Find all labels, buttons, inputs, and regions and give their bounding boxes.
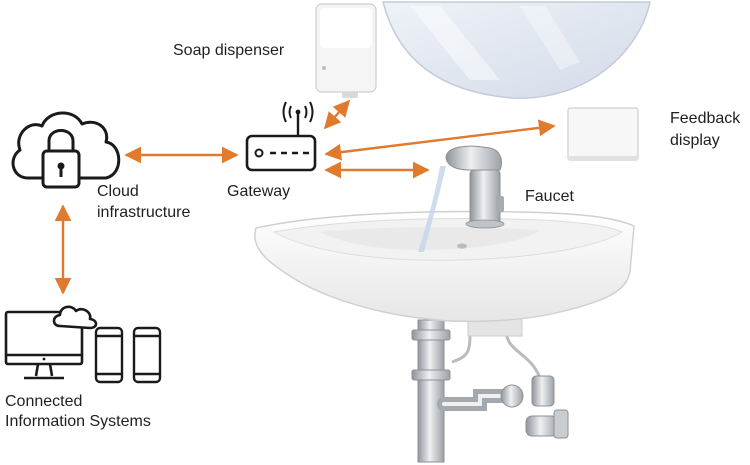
sink-basin-image	[254, 210, 635, 323]
feedback-display-label-line2: display	[670, 132, 720, 149]
monitor-cloud-icon	[4, 305, 98, 380]
connected-systems-label-line1: Connected	[5, 393, 83, 410]
connection-arrows	[54, 99, 556, 295]
arrow-gateway-soap-dispenser	[323, 99, 351, 130]
smartphone-icon	[94, 326, 162, 384]
soap-dispenser-image	[315, 3, 377, 98]
feedback-display-label-line1: Feedback	[670, 110, 741, 127]
sink-plumbing-image	[411, 317, 569, 463]
connected-systems-label-line2: Information Systems	[5, 413, 151, 430]
mirror-image	[382, 1, 651, 99]
soap-dispenser-label: Soap dispenser	[173, 42, 285, 59]
faucet-label: Faucet	[525, 188, 574, 205]
cloud-infrastructure-label-line2: infrastructure	[97, 204, 191, 221]
cloud-infrastructure-label-line1: Cloud	[97, 183, 139, 200]
cloud-lock-icon	[11, 111, 121, 189]
feedback-display-image	[567, 107, 639, 161]
gateway-label: Gateway	[227, 183, 291, 200]
arrow-gateway-feedback-display	[324, 119, 556, 161]
router-icon	[245, 101, 317, 172]
